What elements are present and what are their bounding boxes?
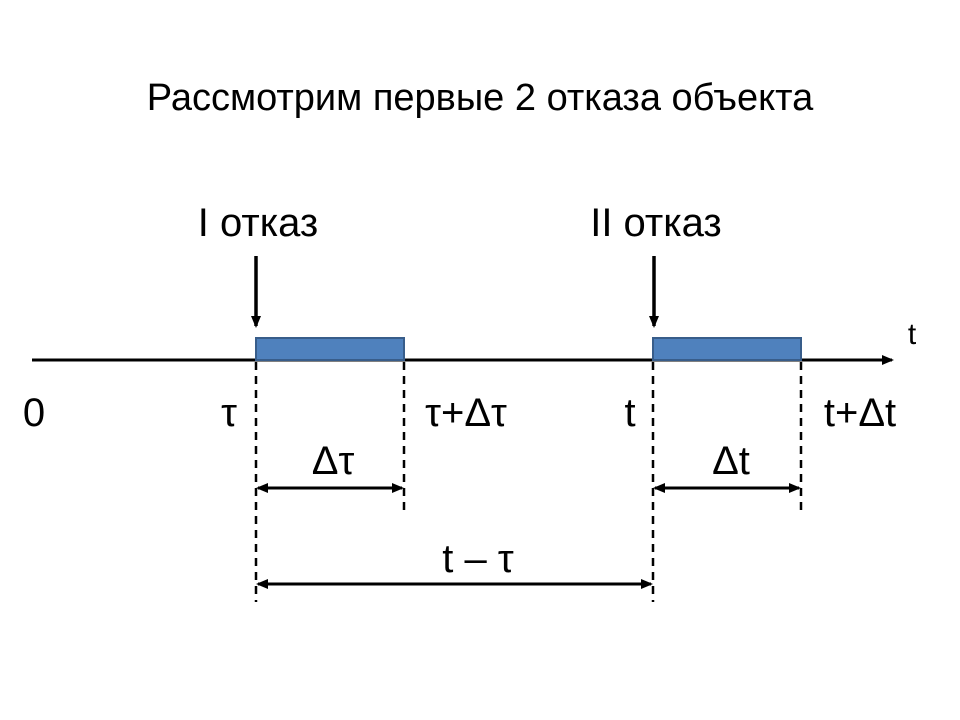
tick-label-zero: 0 xyxy=(23,391,45,435)
failure-1-label: I отказ xyxy=(198,201,318,245)
interval-t-minus-tau-label: t – τ xyxy=(442,537,514,581)
interval-delta-tau-label: Δτ xyxy=(312,439,355,483)
tick-label-tau: τ xyxy=(221,391,237,435)
axis-name-label: t xyxy=(908,318,917,351)
repair-bar-1 xyxy=(255,337,405,361)
page-title: Рассмотрим первые 2 отказа объекта xyxy=(147,77,814,119)
tick-label-t-plus-dt: t+Δt xyxy=(824,391,896,435)
interval-delta-t-label: Δt xyxy=(712,439,750,483)
failure-2-label: II отказ xyxy=(590,201,722,245)
tick-label-tau-plus-dtau: τ+Δτ xyxy=(425,391,507,435)
tick-label-t: t xyxy=(624,391,635,435)
repair-bar-2 xyxy=(652,337,802,361)
